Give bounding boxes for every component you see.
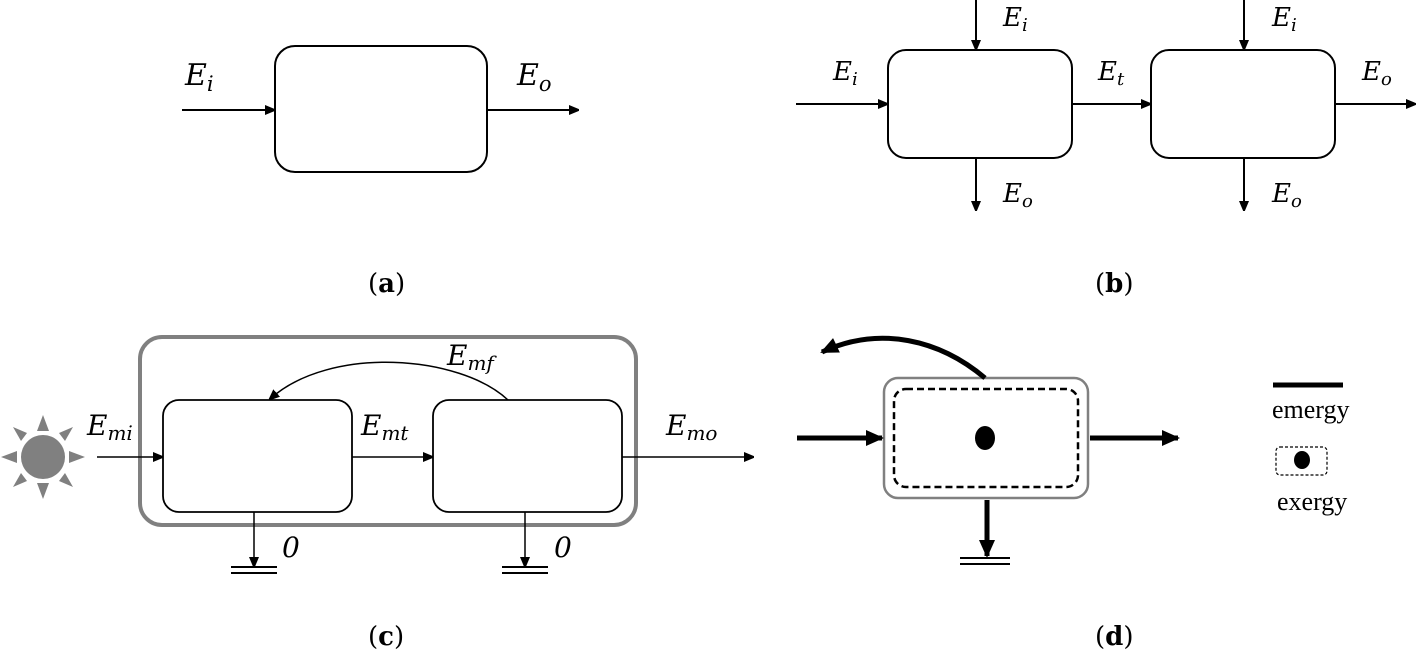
ground1-label: 0 xyxy=(282,531,300,564)
panel-b: Ei Ei Eo Et Ei Eo Eo (b) xyxy=(796,0,1415,299)
legend: emergy exergy xyxy=(1272,382,1350,516)
process-box-1 xyxy=(887,49,1073,159)
legend-emergy-label: emergy xyxy=(1272,395,1350,424)
exergy-dot xyxy=(975,426,995,450)
legend-exergy-label: exergy xyxy=(1277,487,1347,516)
input-label: Ei xyxy=(184,58,214,96)
right-output-label: Eo xyxy=(1361,57,1392,90)
process-box-2 xyxy=(1150,49,1336,159)
panel-a: Ei Eo (a) xyxy=(182,45,578,299)
box2-bottom-output-label: Eo xyxy=(1271,179,1302,212)
box2-top-input-label: Ei xyxy=(1271,3,1297,36)
caption-b: (b) xyxy=(1095,269,1134,299)
left-input-label: Ei xyxy=(832,57,858,90)
box1-bottom-output-label: Eo xyxy=(1002,179,1033,212)
exergy-boundary xyxy=(892,387,1080,489)
box1-top-input-label: Ei xyxy=(1002,3,1028,36)
system-boundary xyxy=(138,335,638,527)
sun-icon xyxy=(1,415,85,499)
legend-exergy-dot xyxy=(1294,451,1310,469)
feedback-label: Emf xyxy=(446,339,497,375)
panel-d: emergy exergy (d) xyxy=(797,335,1350,652)
input-label: Emi xyxy=(86,409,133,445)
process-box-2 xyxy=(432,399,623,513)
process-box xyxy=(274,45,488,173)
emergy-feedback-arrow xyxy=(820,335,987,380)
transfer-label: Emt xyxy=(360,409,409,445)
legend-exergy-box xyxy=(1275,446,1328,476)
caption-d: (d) xyxy=(1095,622,1134,652)
transfer-label: Et xyxy=(1097,57,1125,90)
caption-a: (a) xyxy=(368,269,405,299)
output-label: Eo xyxy=(516,58,552,96)
ground2-label: 0 xyxy=(554,531,572,564)
feedback-arrow xyxy=(270,361,509,400)
output-label: Emo xyxy=(665,409,717,445)
panel-c: Emi Emt Emf Emo 0 0 (c) xyxy=(1,335,753,652)
process-box-1 xyxy=(162,399,353,513)
caption-c: (c) xyxy=(368,622,404,652)
